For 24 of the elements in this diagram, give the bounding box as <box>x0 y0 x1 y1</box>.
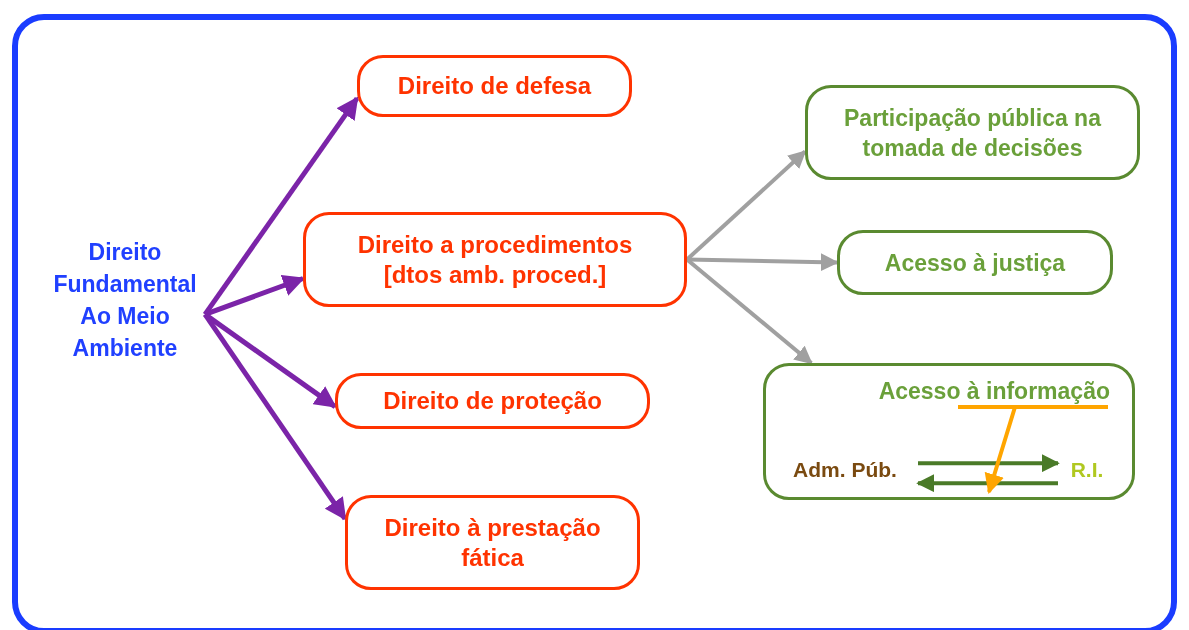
rounded-box <box>837 230 1113 295</box>
arrow <box>202 96 360 316</box>
arrow <box>918 454 1060 473</box>
arrow <box>685 150 807 261</box>
box-text: Participação pública na tomada de decisões <box>843 103 1103 163</box>
rounded-box <box>763 363 1135 500</box>
entity-label: Adm. Púb. <box>772 450 918 490</box>
rounded-box <box>805 85 1140 180</box>
box-text: Direito de defesa <box>397 71 592 101</box>
arrow <box>916 474 1058 493</box>
box-text: Acesso à justiça <box>884 248 1066 278</box>
rounded-box <box>345 495 640 590</box>
box-text: Direito à prestação fática <box>383 512 602 573</box>
box-text: [dtos amb. proced.] <box>383 259 607 290</box>
rounded-box <box>357 55 632 117</box>
box-text: Direito de proteção <box>383 386 602 416</box>
rounded-box <box>335 373 650 429</box>
rounded-box <box>303 212 687 307</box>
entity-label: R.I. <box>1058 450 1116 490</box>
concept-label: Direito Fundamental Ao Meio Ambiente <box>45 228 205 372</box>
arrow <box>203 312 337 409</box>
box-text: Acesso à informação <box>878 377 1110 406</box>
arrow <box>202 313 348 521</box>
box-text: Direito a procedimentos <box>357 229 633 260</box>
